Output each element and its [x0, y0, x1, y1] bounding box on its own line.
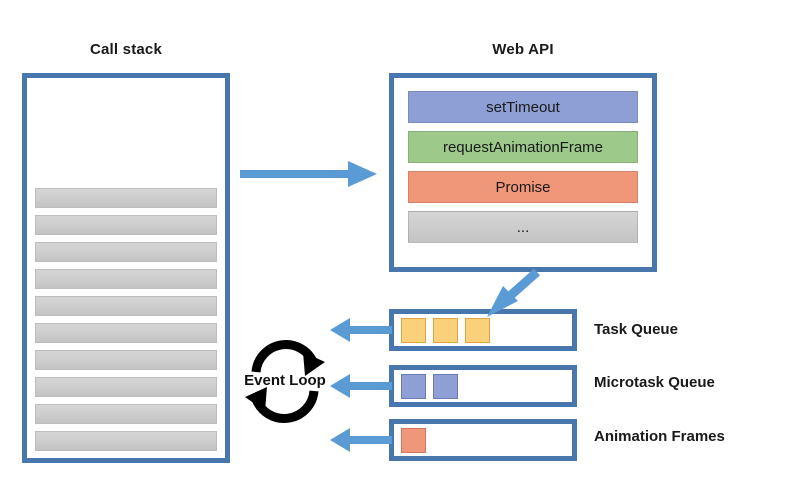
animation-frames-label: Animation Frames	[594, 428, 725, 445]
call-stack-frames	[27, 188, 225, 451]
arrow-microtaskqueue-to-eventloop	[330, 374, 392, 398]
stack-frame	[35, 377, 217, 397]
stack-frame	[35, 215, 217, 235]
microtask-queue-label: Microtask Queue	[594, 374, 715, 391]
stack-frame	[35, 431, 217, 451]
stack-frame	[35, 242, 217, 262]
web-api-item-promise: Promise	[408, 171, 638, 203]
stack-frame	[35, 296, 217, 316]
arrow-callstack-to-webapi	[240, 161, 377, 187]
stack-frame	[35, 323, 217, 343]
task-queue-item	[433, 317, 458, 343]
task-queue-label: Task Queue	[594, 321, 678, 338]
web-api-item-more: ...	[408, 211, 638, 243]
microtask-queue-item	[401, 373, 426, 399]
animation-frames-box	[389, 419, 577, 461]
web-api-item-settimeout: setTimeout	[408, 91, 638, 123]
event-loop-label: Event Loop	[244, 372, 326, 389]
web-api-box: setTimeout requestAnimationFrame Promise…	[389, 73, 657, 272]
web-api-item-requestanimationframe: requestAnimationFrame	[408, 131, 638, 163]
task-queue-item	[401, 317, 426, 343]
stack-frame	[35, 404, 217, 424]
arrow-animationframes-to-eventloop	[330, 428, 392, 452]
microtask-queue-box	[389, 365, 577, 407]
task-queue-box	[389, 309, 577, 351]
task-queue-item	[465, 317, 490, 343]
stack-frame	[35, 188, 217, 208]
call-stack-box	[22, 73, 230, 463]
animation-frames-item	[401, 427, 426, 453]
stack-frame	[35, 350, 217, 370]
arrow-taskqueue-to-eventloop	[330, 318, 392, 342]
web-api-title: Web API	[492, 41, 554, 58]
stack-frame	[35, 269, 217, 289]
call-stack-title: Call stack	[89, 41, 163, 58]
microtask-queue-item	[433, 373, 458, 399]
